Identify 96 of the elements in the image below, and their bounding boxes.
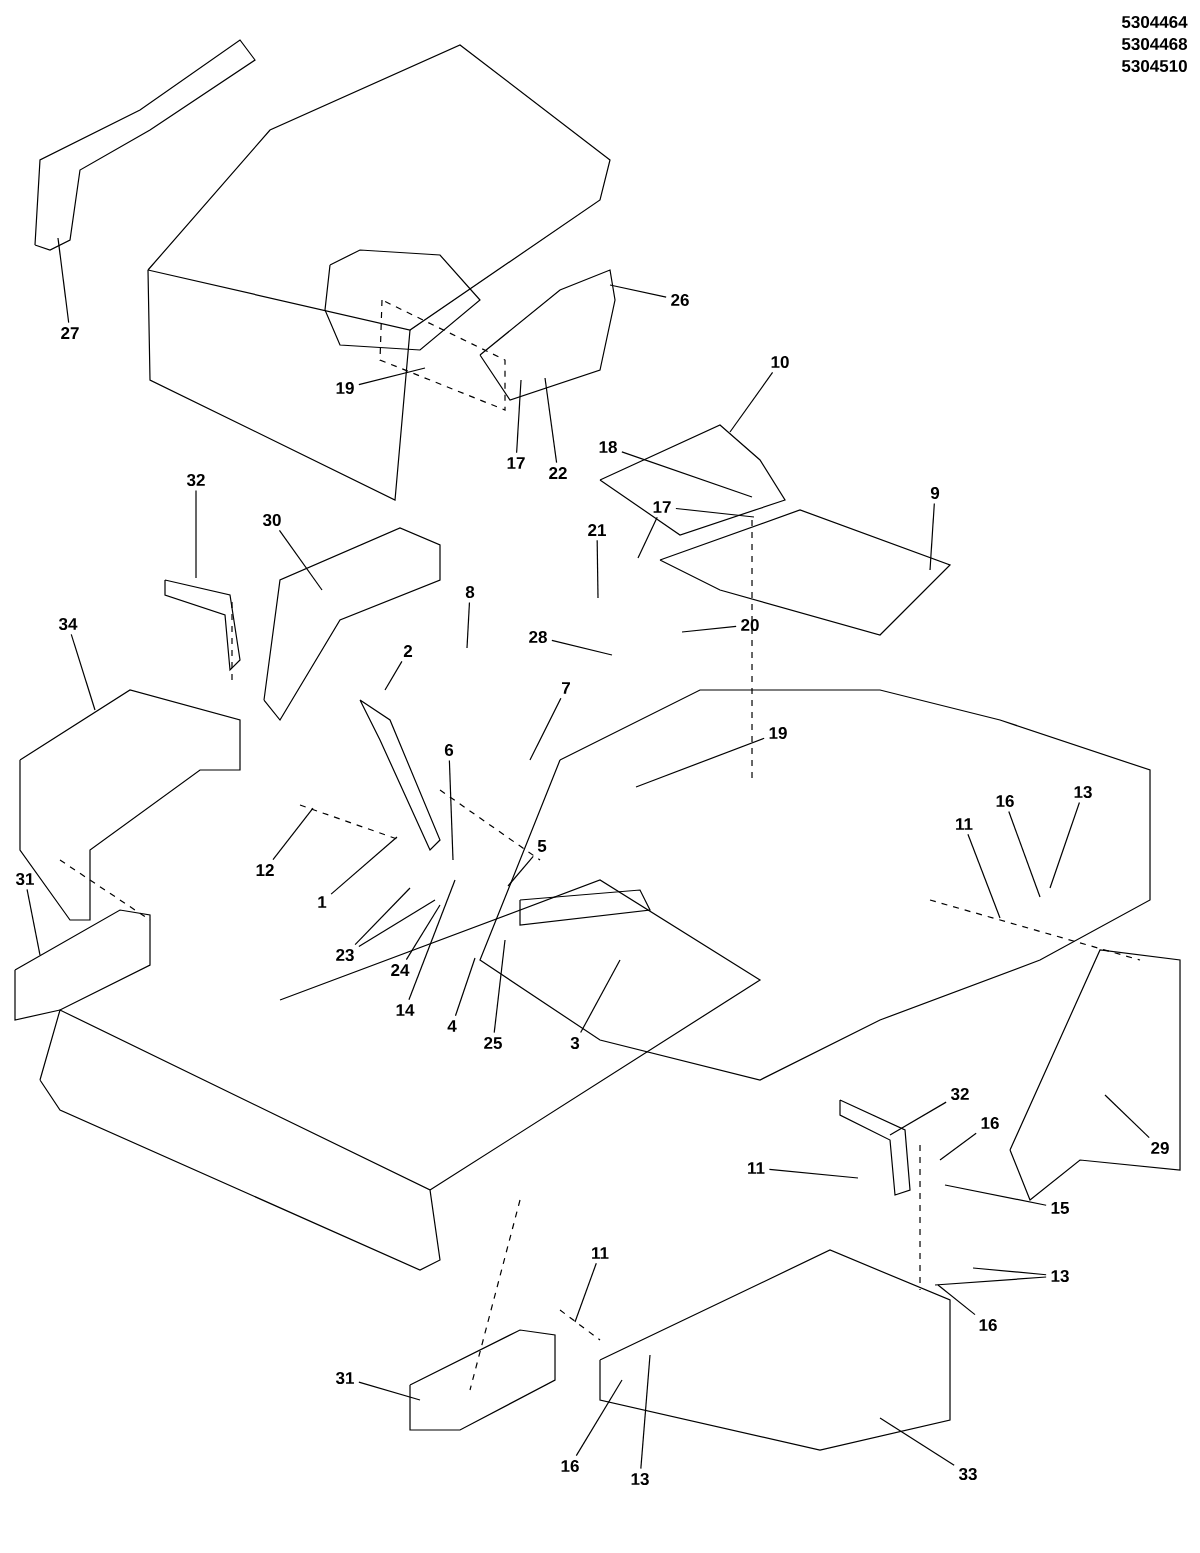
callout-number: 18 — [599, 441, 617, 453]
callout-number: 4 — [447, 1020, 457, 1032]
leader-line — [635, 737, 765, 788]
callout-number: 14 — [396, 1004, 415, 1016]
leader-line — [1008, 810, 1041, 898]
leader-line — [507, 855, 534, 887]
part-number: 5304468 — [1121, 38, 1188, 51]
leader-line — [544, 377, 558, 464]
callout-number: 11 — [956, 818, 973, 830]
leader-line — [1049, 801, 1081, 889]
leader-line — [358, 1381, 421, 1401]
leader-line — [609, 284, 667, 298]
leader-line — [937, 1284, 976, 1316]
leader-line — [889, 1101, 947, 1136]
callout-number: 16 — [561, 1460, 579, 1473]
callout-number: 16 — [979, 1319, 997, 1332]
leader-line — [939, 1132, 977, 1161]
callout-number: 10 — [771, 356, 789, 368]
leader-line — [637, 516, 658, 559]
callout-number: 32 — [186, 474, 205, 487]
callout-number: 26 — [671, 294, 689, 306]
leader-line — [448, 759, 454, 861]
part-number: 5304464 — [1121, 16, 1188, 29]
callout-number: 5 — [537, 840, 547, 852]
callout-number: 13 — [1074, 786, 1092, 799]
leader-line — [330, 836, 398, 895]
callout-number: 11 — [592, 1247, 609, 1259]
callout-number: 28 — [529, 631, 547, 643]
leader-line — [944, 1184, 1047, 1206]
callout-number: 17 — [507, 457, 525, 469]
callout-number: 23 — [336, 949, 354, 962]
callout-number: 6 — [444, 744, 454, 756]
callout-number: 25 — [484, 1037, 502, 1049]
callout-number: 15 — [1051, 1202, 1069, 1214]
callout-number: 19 — [336, 382, 354, 394]
leader-line — [358, 899, 436, 948]
leader-line — [967, 833, 1001, 919]
leader-line — [879, 1417, 955, 1466]
callout-number: 34 — [58, 618, 78, 631]
leader-line — [934, 1276, 1047, 1286]
leader-line — [70, 633, 96, 711]
leader-line — [26, 888, 41, 956]
leader-line — [675, 507, 755, 518]
leader-line — [929, 502, 935, 571]
leader-line — [272, 807, 314, 861]
callout-number: 1 — [318, 896, 327, 908]
callout-number: 19 — [769, 727, 787, 739]
leader-line — [551, 639, 613, 656]
leader-line — [57, 237, 70, 324]
leader-line — [405, 904, 441, 961]
leader-line — [580, 959, 621, 1034]
callout-number: 31 — [15, 873, 34, 886]
leader-line — [408, 879, 456, 1001]
leader-line — [681, 625, 737, 633]
callout-number: 29 — [1151, 1142, 1169, 1154]
callout-number: 24 — [391, 964, 410, 976]
callout-number: 16 — [981, 1117, 999, 1129]
leader-line — [278, 529, 323, 591]
leader-line — [454, 957, 476, 1017]
leader-line — [358, 367, 426, 386]
leader-line — [640, 1354, 651, 1470]
callout-number: 11 — [748, 1162, 765, 1174]
callout-number: 2 — [403, 645, 413, 657]
leader-line — [729, 371, 774, 433]
leader-line — [384, 660, 403, 691]
callout-number: 13 — [1051, 1270, 1069, 1283]
callout-number: 21 — [588, 524, 606, 536]
callout-number: 3 — [570, 1037, 580, 1050]
leader-line — [466, 601, 471, 649]
leader-line — [354, 887, 411, 946]
leader-line — [596, 539, 599, 599]
leader-line — [1104, 1094, 1150, 1139]
leader-line — [768, 1168, 859, 1179]
leader-line — [516, 379, 522, 454]
callout-number: 7 — [562, 682, 570, 694]
callout-number: 31 — [335, 1372, 354, 1385]
callout-number: 22 — [549, 467, 567, 479]
callout-number: 32 — [950, 1088, 969, 1101]
callout-number: 33 — [958, 1468, 977, 1481]
leader-line — [493, 939, 506, 1034]
callout-number: 8 — [465, 586, 475, 598]
callout-number: 27 — [61, 327, 79, 339]
callout-number: 13 — [631, 1473, 649, 1486]
callout-number: 30 — [262, 514, 281, 527]
leader-line — [574, 1262, 597, 1323]
leader-line — [621, 451, 753, 498]
leader-line — [972, 1267, 1047, 1276]
callout-number: 12 — [256, 864, 274, 876]
leader-line — [195, 489, 197, 579]
leader-line — [529, 697, 562, 761]
leader-line — [575, 1379, 623, 1457]
callout-number: 16 — [996, 795, 1014, 807]
callout-number: 20 — [741, 619, 759, 631]
callout-number: 17 — [653, 501, 671, 513]
part-number: 5304510 — [1121, 60, 1187, 73]
callout-number: 9 — [930, 487, 940, 499]
